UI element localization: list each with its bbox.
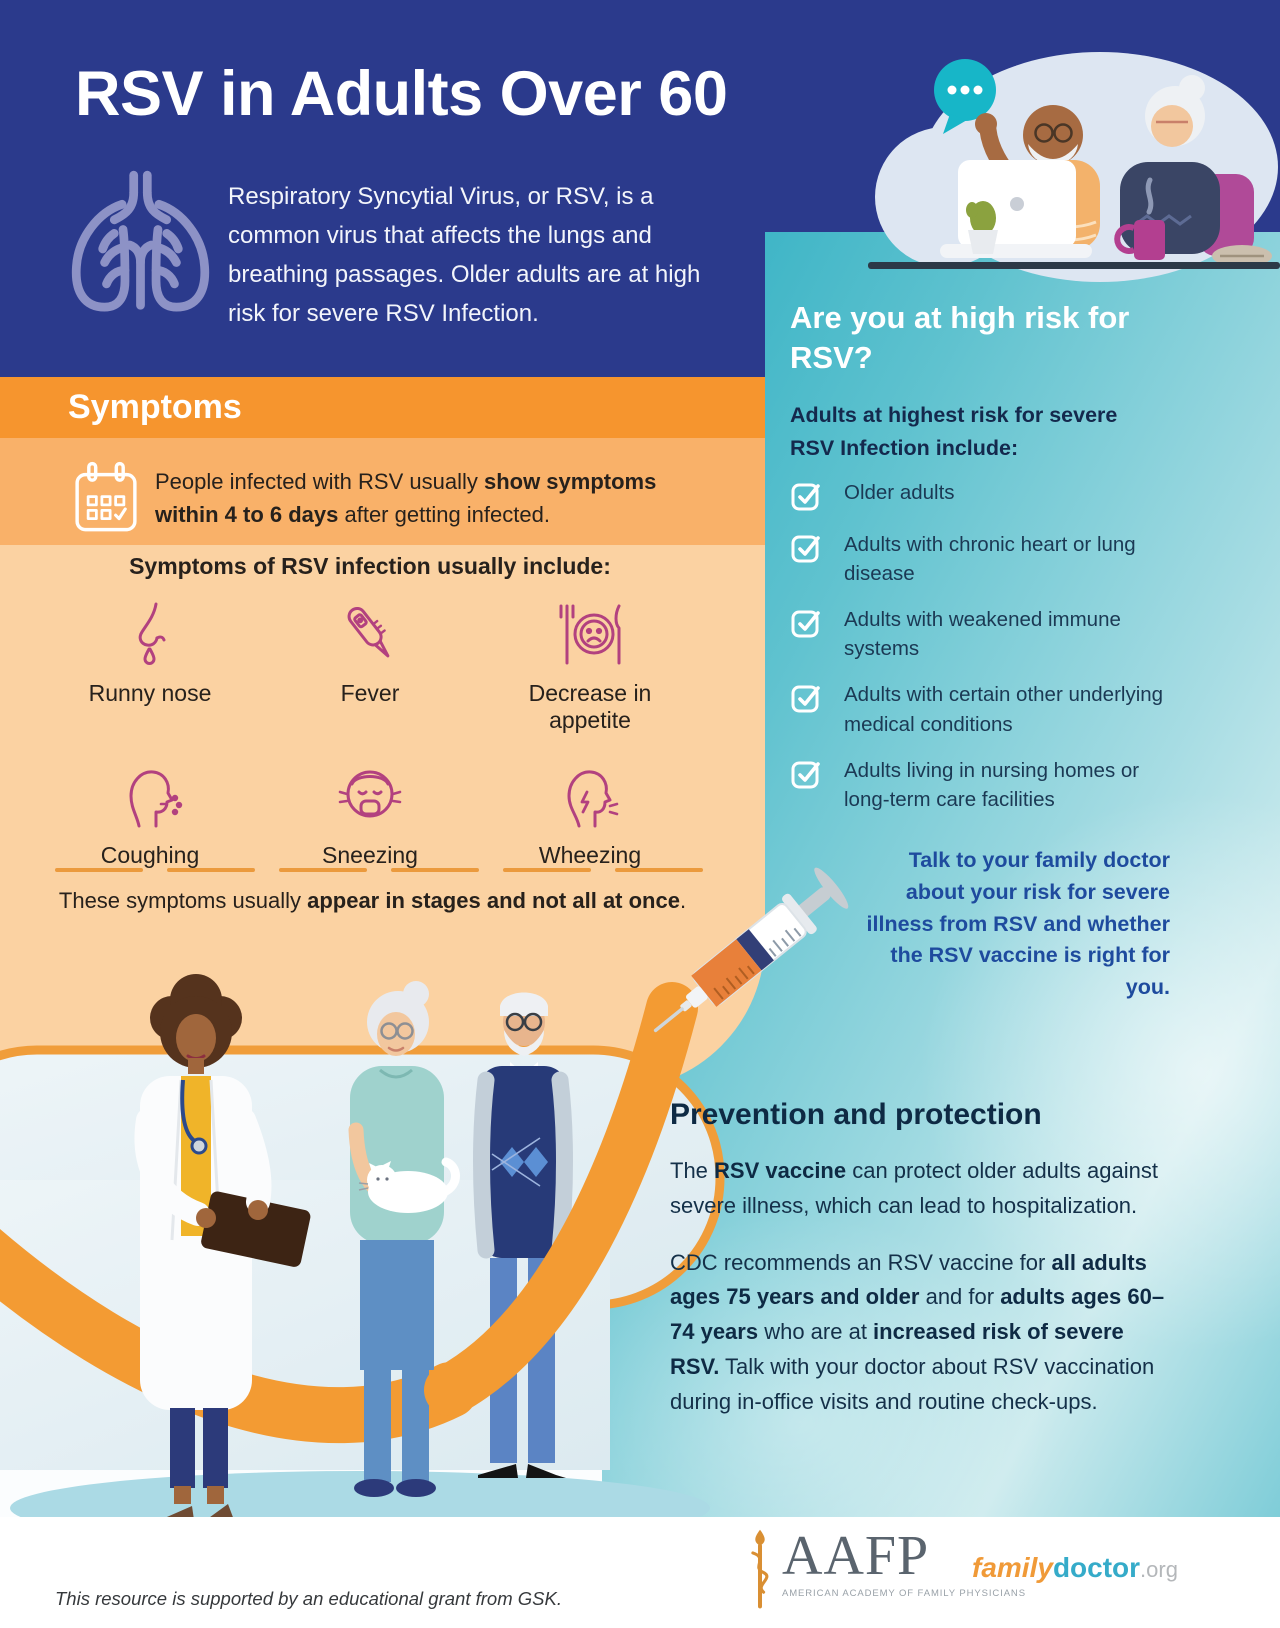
runny-nose-icon (118, 598, 182, 670)
header-band-gutter (600, 232, 765, 377)
familydoctor-logo: familydoctor.org (972, 1552, 1178, 1583)
onset-band (0, 438, 765, 545)
risk-item: Adults with certain other underlying med… (790, 680, 1260, 738)
aafp-wordmark: AAFP (782, 1525, 930, 1587)
aafp-torch-icon (751, 1529, 769, 1609)
risk-item: Adults with weakened immune systems (790, 605, 1260, 663)
symptom-runny-nose: Runny nose (89, 598, 211, 734)
risk-item: Adults with chronic heart or lung diseas… (790, 530, 1260, 588)
speech-bubble-icon (934, 59, 996, 134)
symptoms-heading: Symptoms (68, 388, 242, 426)
aafp-logo: AAFP AMERICAN ACADEMY OF FAMILY PHYSICIA… (742, 1528, 1026, 1610)
risk-checklist: Older adults Adults with chronic heart o… (790, 478, 1260, 831)
checkbox-check-icon (791, 535, 820, 563)
prevention-section: Prevention and protection The RSV vaccin… (670, 1098, 1175, 1419)
symptom-coughing: Coughing (101, 760, 199, 869)
thermometer-icon (337, 598, 403, 670)
grant-footnote: This resource is supported by an educati… (55, 1588, 562, 1609)
symptoms-grid: Runny nose Fever (40, 598, 700, 869)
lungs-icon (71, 170, 210, 312)
wheezing-icon (555, 760, 625, 832)
doctor-and-patients-illustration (0, 974, 725, 1545)
older-woman-figure (348, 981, 460, 1497)
risk-item: Older adults (790, 478, 1260, 513)
prevention-heading: Prevention and protection (670, 1098, 1042, 1131)
stages-note: These symptoms usually appear in stages … (58, 888, 687, 913)
onset-text: People infected with RSV usually show sy… (155, 469, 657, 527)
aafp-tagline: AMERICAN ACADEMY OF FAMILY PHYSICIANS (782, 1588, 1026, 1599)
symptom-appetite: Decrease in appetite (515, 598, 665, 734)
symptom-fever: Fever (337, 598, 403, 734)
onset-note: People infected with RSV usually show sy… (73, 448, 693, 548)
symptom-wheezing: Wheezing (539, 760, 641, 869)
calendar-icon (75, 461, 137, 532)
symptoms-grid-title: Symptoms of RSV infection usually includ… (129, 553, 611, 579)
risk-subheading: Adults at highest risk for severe RSV In… (790, 403, 1118, 461)
sneezing-icon (332, 760, 408, 832)
checkbox-check-icon (791, 685, 820, 713)
risk-heading: Are you at high risk for RSV? (790, 300, 1130, 376)
syringe-icon (653, 867, 849, 1033)
page-title: RSV in Adults Over 60 (75, 59, 728, 129)
prevention-paragraph-2: CDC recommends an RSV vaccine for all ad… (670, 1249, 1165, 1414)
dashed-divider (55, 868, 703, 872)
coughing-icon (115, 760, 185, 832)
symptoms-banner (0, 377, 765, 438)
doctor-figure (134, 974, 311, 1520)
talk-to-doctor-note: Talk to your family doctor about your ri… (866, 848, 1170, 1000)
checkbox-check-icon (791, 761, 820, 789)
footer-band (0, 1517, 1280, 1628)
symptom-sneezing: Sneezing (322, 760, 418, 869)
checkbox-check-icon (791, 610, 820, 638)
checkbox-check-icon (791, 483, 820, 511)
appetite-icon (551, 598, 629, 670)
prevention-paragraph-1: The RSV vaccine can protect older adults… (670, 1158, 1158, 1218)
risk-item: Adults living in nursing homes or long-t… (790, 756, 1260, 814)
couple-at-laptop-illustration (868, 52, 1280, 282)
intro-paragraph: Respiratory Syncytial Virus, or RSV, is … (228, 183, 701, 327)
